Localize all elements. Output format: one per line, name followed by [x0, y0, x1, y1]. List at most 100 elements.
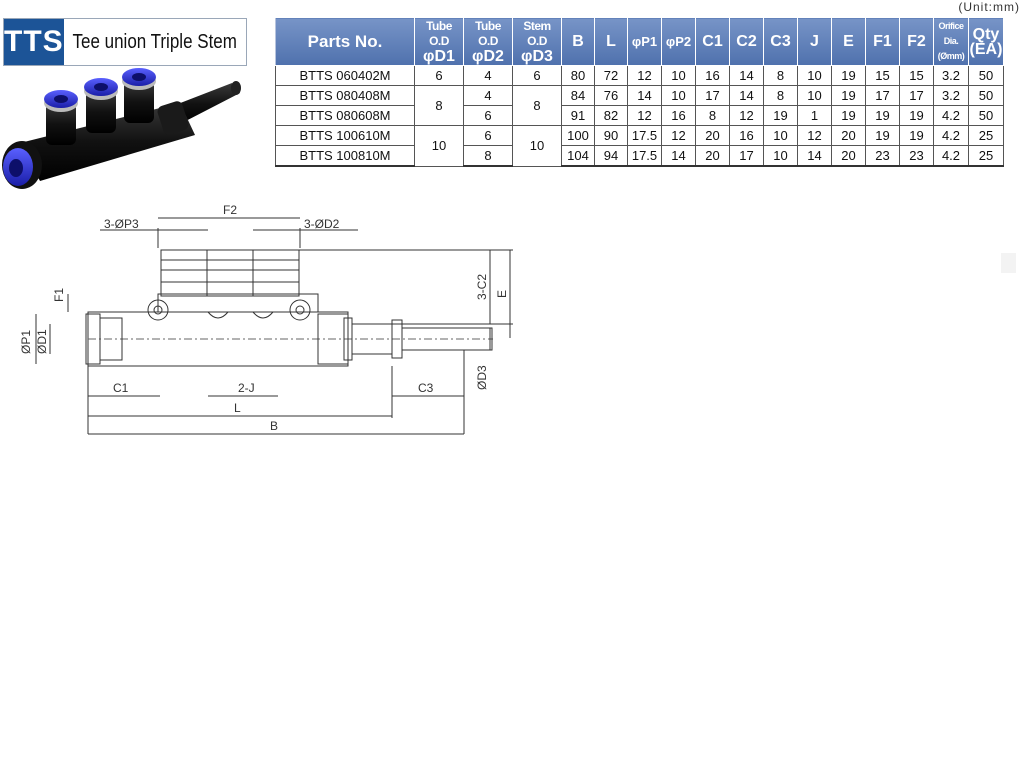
- col-header-parts: Parts No.: [275, 17, 415, 66]
- cell-part: BTTS 100810M: [275, 145, 415, 167]
- cell-part: BTTS 060402M: [275, 65, 415, 86]
- cell-p1: 17.5: [627, 125, 662, 146]
- cell-part: BTTS 100610M: [275, 125, 415, 146]
- product-badge: TTS Tee union Triple Stem: [3, 18, 247, 66]
- cell-qty: 50: [968, 65, 1004, 86]
- cell-qty: 25: [968, 125, 1004, 146]
- cell-f2: 15: [899, 65, 934, 86]
- faint-mark: [1001, 253, 1016, 273]
- cell-c2: 12: [729, 105, 764, 126]
- cell-f1: 19: [865, 125, 900, 146]
- cell-l: 76: [594, 85, 628, 106]
- cell-l: 72: [594, 65, 628, 86]
- cell-orifice: 4.2: [933, 105, 969, 126]
- col-header-c1: C1: [695, 17, 730, 66]
- label-f1: F1: [52, 288, 66, 302]
- cell-b: 91: [561, 105, 595, 126]
- cell-orifice: 3.2: [933, 65, 969, 86]
- cell-p2: 14: [661, 145, 696, 167]
- cell-c1: 17: [695, 85, 730, 106]
- col-header-e: E: [831, 17, 866, 66]
- col-header-c3: C3: [763, 17, 798, 66]
- label-f2: F2: [223, 203, 237, 217]
- cell-d1: 6: [414, 65, 464, 86]
- cell-c3: 19: [763, 105, 798, 126]
- col-header-orifice: Orifice Dia.(Ømm): [933, 17, 969, 66]
- table-row: BTTS 100610M 10 6 10 100 90 17.5 12 20 1…: [275, 125, 1004, 167]
- table-row: BTTS 080408M 8 4 8 84 76 14 10 17 14 8 1…: [275, 85, 1004, 126]
- label-c1: C1: [113, 381, 129, 395]
- label-d2: 3-ØD2: [304, 217, 340, 231]
- cell-e: 19: [831, 85, 866, 106]
- cell-c3: 10: [763, 145, 798, 167]
- cell-p1: 12: [627, 105, 662, 126]
- label-l: L: [234, 401, 241, 415]
- cell-f2: 19: [899, 105, 934, 126]
- cell-c2: 17: [729, 145, 764, 167]
- cell-d2: 4: [463, 65, 513, 86]
- cell-c3: 8: [763, 65, 798, 86]
- col-header-qty: Qty(EA): [968, 17, 1004, 66]
- cell-p2: 10: [661, 85, 696, 106]
- cell-j: 10: [797, 85, 832, 106]
- cell-f1: 17: [865, 85, 900, 106]
- cell-c2: 14: [729, 85, 764, 106]
- cell-p2: 12: [661, 125, 696, 146]
- cell-c2: 16: [729, 125, 764, 146]
- product-photo: [2, 68, 241, 189]
- cell-d2: 6: [463, 125, 513, 146]
- label-d3: ØD3: [475, 365, 489, 390]
- cell-f2: 23: [899, 145, 934, 167]
- cell-f1: 15: [865, 65, 900, 86]
- product-code: TTS: [4, 19, 64, 65]
- col-header-c2: C2: [729, 17, 764, 66]
- cell-c2: 14: [729, 65, 764, 86]
- cell-j: 12: [797, 125, 832, 146]
- cell-f2: 17: [899, 85, 934, 106]
- cell-d2: 8: [463, 145, 513, 167]
- label-d1: ØD1: [35, 329, 49, 354]
- cell-p1: 14: [627, 85, 662, 106]
- cell-c3: 10: [763, 125, 798, 146]
- cell-part: BTTS 080608M: [275, 105, 415, 126]
- cell-f2: 19: [899, 125, 934, 146]
- unit-note: (Unit:mm): [958, 0, 1020, 14]
- cell-c1: 20: [695, 145, 730, 167]
- cell-c1: 20: [695, 125, 730, 146]
- label-p3: 3-ØP3: [104, 217, 139, 231]
- cell-d1: 10: [414, 125, 464, 167]
- label-b: B: [270, 419, 278, 433]
- cell-qty: 50: [968, 85, 1004, 106]
- col-header-p1: φP1: [627, 17, 662, 66]
- cell-c3: 8: [763, 85, 798, 106]
- cell-d3: 8: [512, 85, 562, 126]
- table-row: BTTS 080608M 6 91 82 12 16 8 12 19 1 19 …: [275, 105, 1004, 126]
- table-row: BTTS 060402M 6 4 6 80 72 12 10 16 14 8 1…: [275, 65, 1004, 86]
- col-header-l: L: [594, 17, 628, 66]
- label-j: 2-J: [238, 381, 255, 395]
- cell-l: 90: [594, 125, 628, 146]
- cell-e: 19: [831, 65, 866, 86]
- cell-e: 20: [831, 125, 866, 146]
- cell-d1: 8: [414, 85, 464, 126]
- col-header-j: J: [797, 17, 832, 66]
- dimension-drawing: F2 3-ØP3 3-ØD2 3-C2 E F1 ØP1 ØD1 ØD3 C1 …: [19, 203, 513, 435]
- label-p1: ØP1: [19, 330, 33, 354]
- cell-l: 94: [594, 145, 628, 167]
- cell-d2: 6: [463, 105, 513, 126]
- cell-orifice: 4.2: [933, 145, 969, 167]
- cell-b: 104: [561, 145, 595, 167]
- cell-d3: 6: [512, 65, 562, 86]
- cell-j: 10: [797, 65, 832, 86]
- cell-qty: 25: [968, 145, 1004, 167]
- cell-d2: 4: [463, 85, 513, 106]
- cell-p2: 10: [661, 65, 696, 86]
- label-e: E: [495, 290, 509, 298]
- cell-j: 1: [797, 105, 832, 126]
- cell-orifice: 4.2: [933, 125, 969, 146]
- col-header-b: B: [561, 17, 595, 66]
- cell-b: 84: [561, 85, 595, 106]
- cell-qty: 50: [968, 105, 1004, 126]
- cell-d3: 10: [512, 125, 562, 167]
